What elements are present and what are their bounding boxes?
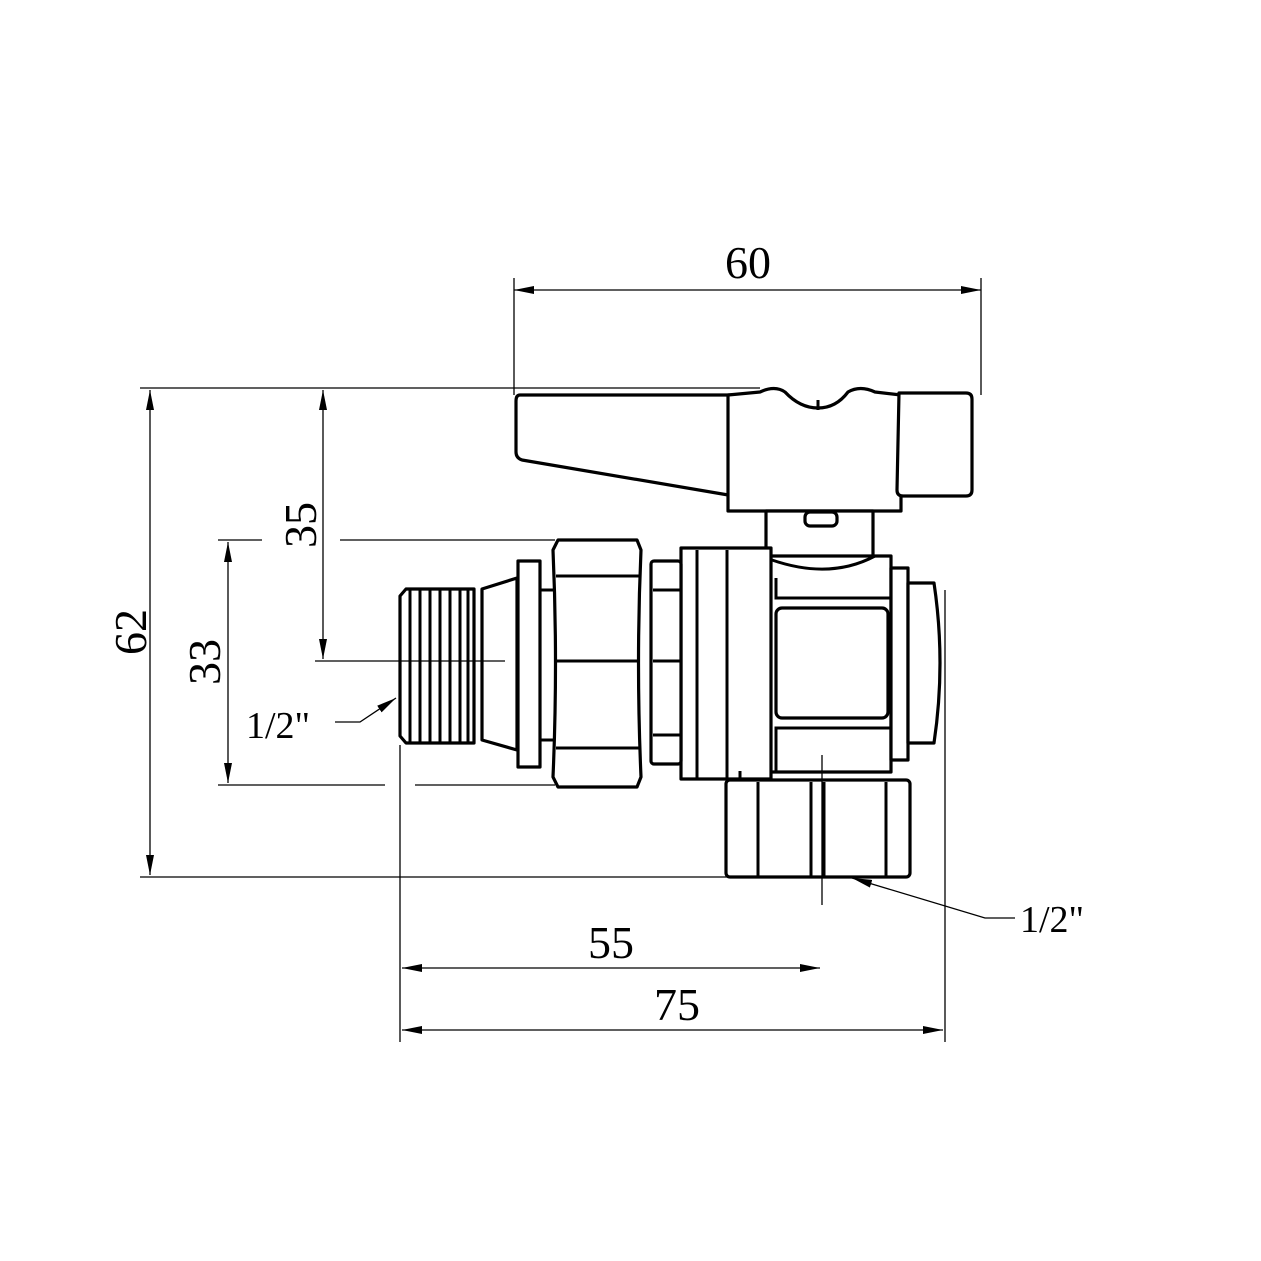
right-cap [889, 566, 910, 762]
dim-label-35: 35 [275, 502, 326, 548]
handle-lever [514, 393, 742, 499]
dim-label-55: 55 [588, 917, 634, 968]
dimension-60: 60 [513, 237, 982, 395]
dim-label-60: 60 [725, 237, 771, 288]
washer [516, 559, 542, 769]
thread-lines [408, 590, 470, 742]
dimension-55: 55 [399, 745, 820, 1042]
stem-slot [803, 510, 839, 528]
dimension-75: 75 [402, 590, 946, 1042]
dimension-33: 33 [179, 539, 555, 786]
valve [398, 386, 974, 879]
body-window [774, 606, 890, 720]
inlet-thread-callout: 1/2" [246, 697, 397, 747]
dimension-62: 62 [105, 387, 760, 878]
dim-label-62: 62 [105, 609, 156, 655]
right-dome [906, 581, 942, 745]
outlet-nut [724, 778, 912, 879]
dim-label-33: 33 [179, 639, 230, 685]
outlet-thread-label: 1/2" [1020, 899, 1084, 941]
hex-nut [551, 538, 643, 789]
handle-hub [726, 386, 903, 513]
inlet-thread-label: 1/2" [246, 705, 310, 747]
handle-grip-end [895, 391, 974, 498]
body-upper-tab [774, 578, 891, 600]
outlet-thread-callout: 1/2" [851, 877, 1084, 941]
dimension-35: 35 [275, 390, 327, 659]
adapter-cone [480, 576, 519, 752]
dim-label-75: 75 [654, 979, 700, 1030]
body-neck-curve [771, 554, 876, 571]
body-lower-tab [774, 726, 891, 772]
